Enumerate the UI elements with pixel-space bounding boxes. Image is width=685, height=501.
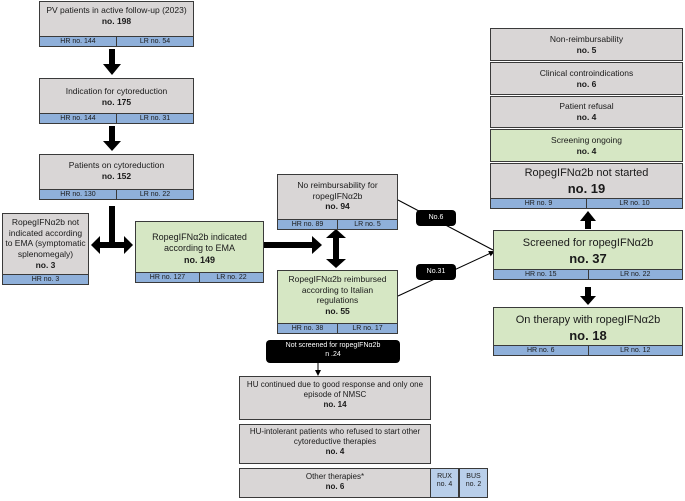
not-indicated-box: RopegIFNα2b not indicated according to E… — [2, 213, 89, 285]
hu-continued-box: HU continued due to good response and on… — [239, 376, 431, 420]
not-started-count: no. 19 — [567, 180, 606, 196]
on-therapy-box: On therapy with ropegIFNα2b no. 18 HR no… — [493, 307, 683, 356]
on-cytoreduction-box: Patients on cytoreduction no. 152 HR no.… — [39, 154, 194, 200]
patient-refusal-count: no. 4 — [576, 111, 597, 122]
indication-box: Indication for cytoreduction no. 175 HR … — [39, 78, 194, 124]
reimbursed-label: RopegIFNα2b reimbursed according to Ital… — [288, 274, 387, 306]
lr-count: LR no. 10 — [587, 199, 682, 208]
screening-ongoing-box: Screening ongoing no. 4 — [490, 129, 683, 162]
lr-count: LR no. 17 — [338, 324, 397, 333]
on-therapy-count: no. 18 — [569, 327, 607, 343]
reimbursed-count: no. 55 — [325, 305, 350, 316]
arrow-screened-down — [580, 287, 596, 305]
hr-count: HR no. 6 — [494, 346, 589, 355]
indicated-count: no. 149 — [183, 254, 215, 265]
on-therapy-label: On therapy with ropegIFNα2b — [515, 314, 661, 326]
arrow-pv-to-indication — [103, 49, 121, 75]
patient-refusal-label: Patient refusal — [559, 101, 614, 111]
no-reimbursability-box: No reimbursability for ropegIFNα2b no. 9… — [277, 174, 398, 230]
arrow-screened-up — [580, 211, 596, 229]
arrow-oncyto-split — [91, 206, 133, 254]
pv-patients-count: no. 198 — [101, 15, 132, 26]
double-arrow-vertical — [326, 229, 346, 268]
reimbursed-box: RopegIFNα2b reimbursed according to Ital… — [277, 270, 398, 334]
arrow-indicated-to-right — [264, 236, 322, 254]
lr-count: LR no. 12 — [588, 346, 682, 355]
indicated-box: RopegIFNα2b indicated according to EMA n… — [135, 221, 264, 283]
rux-label: RUX — [437, 473, 452, 480]
hr-count: HR no. 89 — [278, 220, 338, 229]
on-cytoreduction-count: no. 152 — [101, 170, 132, 181]
patient-refusal-box: Patient refusal no. 4 — [490, 96, 683, 128]
hu-continued-label: HU continued due to good response and on… — [246, 380, 424, 399]
no-reimbursability-label: No reimbursability for ropegIFNα2b — [297, 180, 378, 201]
bus-label: BUS — [466, 473, 481, 480]
hr-count: HR no. 144 — [40, 114, 117, 123]
not-screened-label: Not screened for ropegIFNα2b — [285, 342, 381, 349]
bus-cell: BUS no. 2 — [459, 468, 488, 498]
pv-patients-label: PV patients in active follow-up (2023) — [46, 5, 187, 15]
other-therapies-count: no. 6 — [325, 482, 345, 491]
other-therapies-label: Other therapies* — [305, 472, 365, 481]
not-indicated-label: RopegIFNα2b not indicated according to E… — [5, 217, 86, 259]
rux-count: no. 4 — [436, 481, 453, 489]
hu-continued-count: no. 14 — [323, 400, 347, 409]
lr-count: LR no. 22 — [117, 190, 193, 199]
pv-patients-box: PV patients in active follow-up (2023) n… — [39, 1, 194, 47]
hr-count: HR no. 38 — [278, 324, 338, 333]
lr-count: LR no. 5 — [338, 220, 397, 229]
lr-count: LR no. 54 — [117, 37, 193, 46]
screened-count: no. 37 — [569, 250, 607, 266]
hu-intolerant-count: no. 4 — [325, 447, 345, 456]
indication-count: no. 175 — [101, 96, 132, 107]
non-reimbursability-count: no. 5 — [576, 44, 597, 55]
lr-count: LR no. 31 — [117, 114, 193, 123]
clinical-contraindications-label: Clinical controindications — [539, 68, 634, 78]
not-screened-tag: Not screened for ropegIFNα2b n .24 — [266, 340, 400, 363]
clinical-contraindications-box: Clinical controindications no. 6 — [490, 62, 683, 95]
clinical-contraindications-count: no. 6 — [576, 78, 597, 89]
screened-label: Screened for ropegIFNα2b — [522, 237, 654, 249]
on-cytoreduction-label: Patients on cytoreduction — [68, 160, 165, 170]
indicated-label: RopegIFNα2b indicated according to EMA — [152, 232, 247, 254]
screened-box: Screened for ropegIFNα2b no. 37 HR no. 1… — [493, 230, 683, 280]
screening-ongoing-label: Screening ongoing — [551, 135, 622, 145]
other-therapies-box: Other therapies* no. 6 — [239, 468, 431, 498]
bus-count: no. 2 — [465, 481, 482, 489]
tag-no6: No.6 — [416, 210, 456, 226]
no-reimbursability-count: no. 94 — [325, 201, 350, 212]
hr-count: HR no. 144 — [40, 37, 117, 46]
non-reimbursability-label: Non-reimbursability — [549, 34, 624, 44]
hr-count: HR no. 3 — [3, 275, 88, 284]
hr-count: HR no. 127 — [136, 273, 200, 282]
hr-count: HR no. 15 — [494, 270, 589, 279]
hr-count: HR no. 9 — [491, 199, 587, 208]
lr-count: LR no. 22 — [588, 270, 682, 279]
non-reimbursability-box: Non-reimbursability no. 5 — [490, 28, 683, 61]
hu-intolerant-box: HU-intolerant patients who refused to st… — [239, 424, 431, 464]
not-indicated-count: no. 3 — [35, 259, 56, 270]
arrow-indication-to-oncyto — [103, 126, 121, 151]
indication-label: Indication for cytoreduction — [65, 86, 168, 96]
not-started-label: RopegIFNα2b not started — [524, 167, 649, 179]
screening-ongoing-count: no. 4 — [576, 145, 597, 156]
hr-count: HR no. 130 — [40, 190, 117, 199]
rux-cell: RUX no. 4 — [430, 468, 459, 498]
lr-count: LR no. 22 — [200, 273, 263, 282]
hu-intolerant-label: HU-intolerant patients who refused to st… — [249, 427, 421, 446]
tag-no31: No.31 — [416, 264, 456, 280]
not-screened-count: n .24 — [325, 350, 341, 358]
